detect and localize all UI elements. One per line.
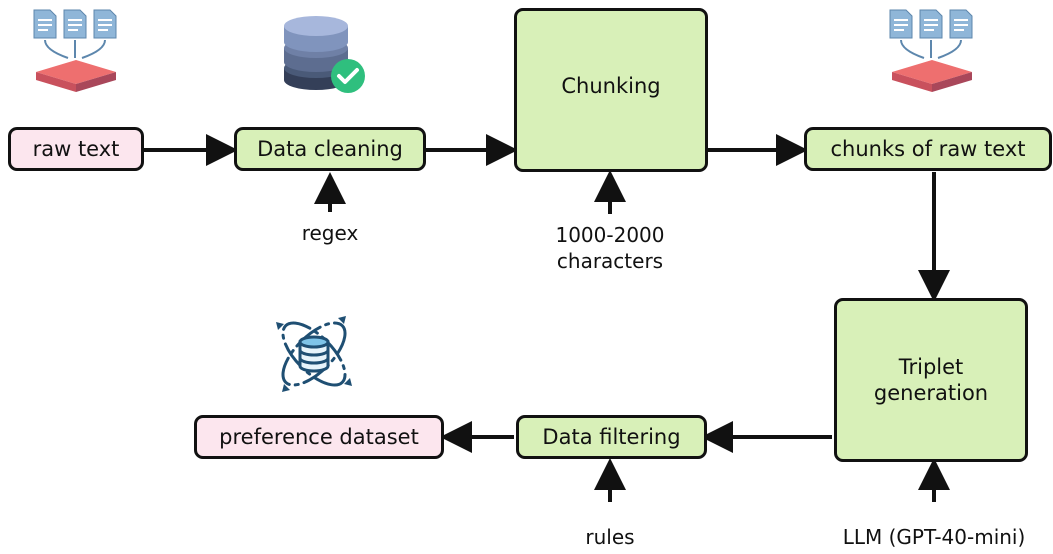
data-cleaning-label: Data cleaning xyxy=(257,136,403,161)
database-sync-icon xyxy=(276,316,352,392)
preference-dataset-node: preference dataset xyxy=(194,415,444,459)
data-filtering-node: Data filtering xyxy=(516,415,707,459)
chunk-size-label: 1000-2000 characters xyxy=(530,222,690,274)
triplet-label-line2: generation xyxy=(873,381,989,405)
documents-merge-icon xyxy=(889,9,973,92)
documents-merge-icon xyxy=(33,9,117,92)
chunks-raw-text-node: chunks of raw text xyxy=(804,127,1052,171)
chunks-raw-text-label: chunks of raw text xyxy=(830,136,1026,161)
preference-dataset-label: preference dataset xyxy=(219,424,419,449)
data-filtering-label: Data filtering xyxy=(542,424,681,449)
triplet-generation-node: Triplet generation xyxy=(834,298,1028,462)
chunking-node: Chunking xyxy=(514,8,708,172)
regex-label: regex xyxy=(301,221,359,245)
data-cleaning-node: Data cleaning xyxy=(234,127,426,171)
raw-text-node: raw text xyxy=(8,127,144,171)
llm-label: LLM (GPT-40-mini) xyxy=(842,525,1026,549)
database-check-icon xyxy=(284,16,365,93)
raw-text-label: raw text xyxy=(32,136,120,161)
chunking-label: Chunking xyxy=(561,74,661,98)
chunk-size-line1: 1000-2000 xyxy=(555,223,665,247)
chunk-size-line2: characters xyxy=(556,249,664,273)
triplet-label-line1: Triplet xyxy=(898,354,964,379)
rules-label: rules xyxy=(585,525,635,549)
